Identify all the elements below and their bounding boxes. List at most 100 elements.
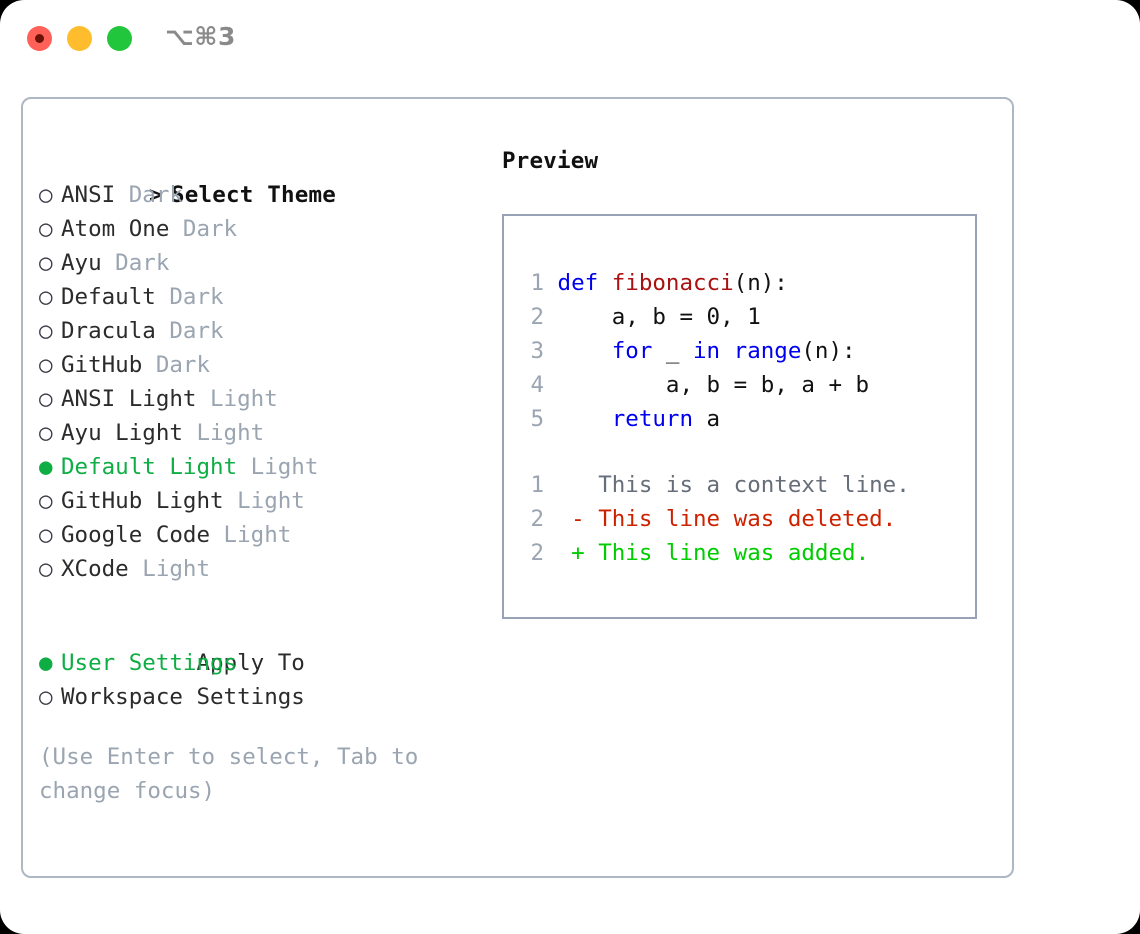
theme-name: Default Light: [61, 454, 238, 480]
theme-mode: Dark: [155, 318, 224, 344]
theme-list-item[interactable]: ○XCode Light: [39, 552, 489, 586]
theme-name: Ayu: [61, 250, 102, 276]
code-token: return: [611, 406, 694, 432]
code-token: [558, 406, 612, 432]
radio-unselected-icon: ○: [39, 284, 53, 310]
theme-list-item[interactable]: ● Default Light Light: [39, 450, 489, 484]
code-line-gap: [544, 406, 558, 432]
code-line: 1 def fibonacci(n):: [518, 266, 969, 300]
theme-list-item[interactable]: ○ Ayu Dark: [39, 246, 489, 280]
code-token: (n):: [801, 338, 856, 364]
code-line-number: 1: [530, 270, 544, 296]
dialog-card: >Select Theme ○ANSI Dark○Atom One Dark○A…: [21, 97, 1014, 878]
apply-to-heading-label: Apply To: [196, 650, 305, 676]
theme-name: GitHub Light: [61, 488, 224, 514]
theme-name: GitHub: [61, 352, 143, 378]
code-token: range: [733, 338, 802, 364]
theme-name: Atom One: [61, 216, 170, 242]
apply-to-panel: Apply To ●User Settings○Workspace Settin…: [39, 612, 489, 714]
theme-name: Ayu Light: [61, 420, 183, 446]
theme-name: ANSI: [61, 182, 116, 208]
radio-unselected-icon: ○: [39, 216, 53, 242]
code-line-number: 3: [530, 338, 544, 364]
code-line-gap: [544, 304, 558, 330]
apply-to-heading: Apply To: [39, 612, 489, 676]
theme-list-item[interactable]: ○ Atom One Dark: [39, 212, 489, 246]
theme-name: Default: [61, 284, 156, 310]
theme-name: Google Code: [61, 522, 211, 548]
diff-text: This line was added.: [598, 540, 870, 566]
apply-to-item[interactable]: ●User Settings: [39, 646, 489, 680]
code-token: [558, 338, 612, 364]
diff-marker: [544, 472, 598, 498]
code-token: in: [693, 338, 721, 364]
theme-list-item[interactable]: ○ GitHub Dark: [39, 348, 489, 382]
diff-marker: +: [544, 540, 599, 566]
code-token: for: [611, 338, 653, 364]
theme-mode: Dark: [101, 250, 170, 276]
theme-list-item[interactable]: ○Dracula Dark: [39, 314, 489, 348]
apply-to-list: ●User Settings○Workspace Settings: [39, 646, 489, 714]
code-token: def: [557, 270, 612, 296]
radio-unselected-icon: ○: [39, 352, 53, 378]
radio-unselected-icon: ○: [39, 556, 53, 582]
title-bar: ⌥⌘3: [0, 0, 1140, 76]
preview-panel: Preview 1 def fibonacci(n):2 a, b = 0, 1…: [502, 144, 992, 619]
theme-mode: Dark: [142, 352, 211, 378]
theme-mode: Light: [210, 522, 292, 548]
diff-line: 1 This is a context line.: [518, 468, 969, 502]
radio-selected-icon: ●: [39, 454, 53, 480]
theme-selector-panel: >Select Theme ○ANSI Dark○Atom One Dark○A…: [39, 144, 489, 808]
radio-unselected-icon: ○: [39, 684, 53, 710]
code-line: 3 for _ in range(n):: [518, 334, 969, 368]
theme-mode: Light: [128, 556, 211, 582]
radio-unselected-icon: ○: [39, 420, 53, 446]
code-line-number: 5: [530, 406, 544, 432]
theme-mode: Dark: [169, 216, 238, 242]
code-token: a, b = b, a + b: [557, 372, 870, 398]
theme-list-item[interactable]: ○ Default Dark: [39, 280, 489, 314]
theme-mode: Dark: [115, 182, 183, 208]
diff-marker: -: [544, 506, 599, 532]
theme-list-item[interactable]: ○ GitHub Light Light: [39, 484, 489, 518]
radio-unselected-icon: ○: [39, 522, 53, 548]
diff-line-number: 2: [530, 506, 544, 532]
code-token: (n):: [733, 270, 788, 296]
close-button[interactable]: [27, 26, 52, 51]
diff-preview: 1 This is a context line. 2 - This line w…: [518, 468, 969, 570]
apply-to-item[interactable]: ○Workspace Settings: [39, 680, 489, 714]
theme-list-item[interactable]: ○ANSI Light Light: [39, 382, 489, 416]
code-token: _: [652, 338, 694, 364]
maximize-button[interactable]: [107, 26, 132, 51]
keyboard-hint: (Use Enter to select, Tab to change focu…: [39, 744, 432, 804]
window-title: ⌥⌘3: [165, 22, 236, 51]
theme-list-item[interactable]: ○Ayu Light Light: [39, 416, 489, 450]
select-theme-heading-label: Select Theme: [170, 182, 336, 208]
code-token: a: [693, 406, 721, 432]
minimize-button[interactable]: [67, 26, 92, 51]
radio-unselected-icon: ○: [39, 182, 53, 208]
code-line: 4 a, b = b, a + b: [518, 368, 969, 402]
code-token: fibonacci: [611, 270, 734, 296]
code-token: [720, 338, 734, 364]
code-line: 5 return a: [518, 402, 969, 436]
code-line: 2 a, b = 0, 1: [518, 300, 969, 334]
radio-unselected-icon: ○: [39, 488, 53, 514]
preview-title: Preview: [502, 148, 599, 174]
diff-line-number: 2: [530, 540, 544, 566]
theme-mode: Light: [237, 454, 319, 480]
code-line-number: 4: [530, 372, 544, 398]
theme-list-item[interactable]: ○ ANSI Dark: [39, 178, 489, 212]
code-line-number: 2: [530, 304, 544, 330]
radio-unselected-icon: ○: [39, 250, 53, 276]
theme-list-item[interactable]: ○ Google Code Light: [39, 518, 489, 552]
theme-mode: Light: [223, 488, 305, 514]
code-token: a, b = 0, 1: [557, 304, 761, 330]
code-line-gap: [544, 372, 558, 398]
diff-text: This line was deleted.: [598, 506, 897, 532]
code-line-gap: [544, 270, 558, 296]
theme-mode: Dark: [155, 284, 224, 310]
radio-selected-icon: ●: [39, 650, 53, 676]
